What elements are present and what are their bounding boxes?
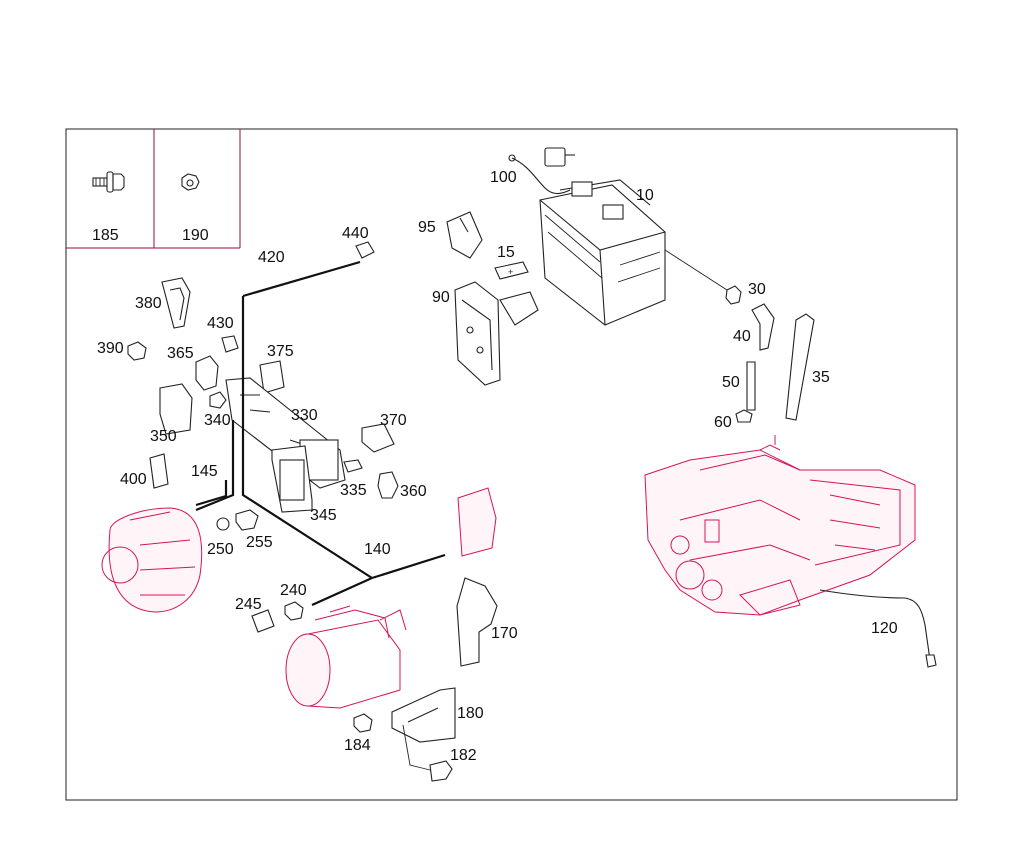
- label-430: 430: [207, 315, 234, 332]
- clip-340-icon: [209, 391, 227, 409]
- label-182: 182: [450, 747, 477, 764]
- nut-390-icon: [127, 341, 147, 361]
- grommet-430-icon: [221, 335, 239, 353]
- clip-360-icon: [377, 471, 399, 499]
- label-60: 60: [714, 414, 732, 431]
- fusebox-345-icon: [271, 445, 313, 513]
- clip-400-icon: [149, 453, 169, 489]
- washer-250-icon: [216, 517, 230, 531]
- label-10: 10: [636, 187, 654, 204]
- cover-380-icon: [161, 277, 191, 329]
- hose-50-icon: [746, 361, 756, 411]
- label-370: 370: [380, 412, 407, 429]
- bolt-185-icon: [92, 171, 125, 193]
- cable-120-lug: [925, 654, 937, 668]
- label-380: 380: [135, 295, 162, 312]
- label-100: 100: [490, 169, 517, 186]
- relay-box-icon: [457, 487, 497, 557]
- holder-365-icon: [195, 355, 219, 391]
- label-145: 145: [191, 463, 218, 480]
- washer-184-icon: [353, 713, 373, 733]
- alternator-icon: [101, 507, 203, 613]
- bolt-335-icon: [343, 459, 363, 473]
- holder-375-icon: [259, 360, 285, 394]
- label-420: 420: [258, 249, 285, 266]
- clip-440-icon: [355, 241, 375, 259]
- label-190: 190: [182, 227, 209, 244]
- label-140: 140: [364, 541, 391, 558]
- label-185: 185: [92, 227, 119, 244]
- label-90: 90: [432, 289, 450, 306]
- label-95: 95: [418, 219, 436, 236]
- cable-100-icon: [508, 147, 575, 195]
- label-255: 255: [246, 534, 273, 551]
- label-400: 400: [120, 471, 147, 488]
- label-184: 184: [344, 737, 371, 754]
- elbow-40-icon: [751, 303, 775, 351]
- bracket-90-icon: [454, 281, 539, 386]
- label-40: 40: [733, 328, 751, 345]
- harness-leaders: [195, 260, 446, 607]
- bolt-182-icon: [429, 760, 453, 782]
- label-365: 365: [167, 345, 194, 362]
- bracket-170-icon: [456, 577, 498, 667]
- label-340: 340: [204, 412, 231, 429]
- nut-190-icon: [181, 173, 200, 191]
- part-labels: 185 190 100 10 95 15 90 440 420 380 430 …: [92, 169, 898, 764]
- label-375: 375: [267, 343, 294, 360]
- diagram-frame: [65, 128, 958, 801]
- inset-box: [66, 129, 241, 249]
- nut-240-icon: [284, 601, 304, 621]
- tube-35-icon: [785, 313, 815, 421]
- label-120: 120: [871, 620, 898, 637]
- label-390: 390: [97, 340, 124, 357]
- grommet-60-icon: [735, 409, 753, 423]
- label-245: 245: [235, 596, 262, 613]
- cap-30-icon: [725, 285, 742, 305]
- battery-10-icon: [539, 179, 666, 326]
- label-15-icon: +: [494, 261, 529, 280]
- cover-95-icon: [446, 211, 483, 259]
- bushing-245-icon: [251, 609, 275, 633]
- label-360: 360: [400, 483, 427, 500]
- label-180: 180: [457, 705, 484, 722]
- nut-255-icon: [235, 509, 259, 531]
- cable-120-icon: [819, 589, 931, 661]
- label-15: 15: [497, 244, 515, 261]
- engine-assembly-icon: [644, 435, 916, 616]
- label-345: 345: [310, 507, 337, 524]
- starter-icon: [285, 605, 407, 709]
- label-350: 350: [150, 428, 177, 445]
- label-35: 35: [812, 369, 830, 386]
- label-250: 250: [207, 541, 234, 558]
- label-335: 335: [340, 482, 367, 499]
- label-240: 240: [280, 582, 307, 599]
- leader-30: [664, 249, 728, 291]
- label-30: 30: [748, 281, 766, 298]
- holder-370-icon: [361, 423, 395, 453]
- bracket-350-icon: [159, 383, 193, 435]
- svg-text:+: +: [508, 267, 513, 277]
- label-440: 440: [342, 225, 369, 242]
- leader-182: [402, 724, 431, 771]
- label-50: 50: [722, 374, 740, 391]
- label-170: 170: [491, 625, 518, 642]
- label-330: 330: [291, 407, 318, 424]
